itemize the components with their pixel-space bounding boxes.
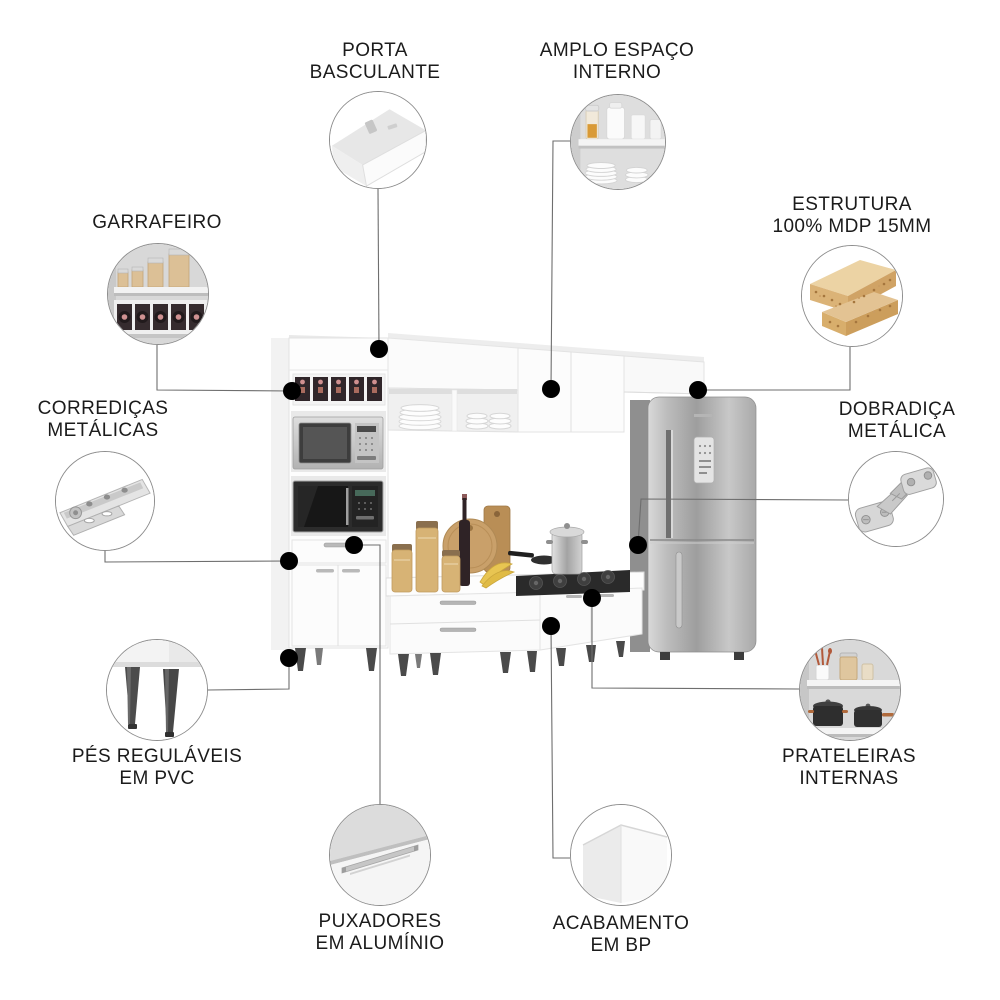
label-pes-regulaveis: PÉS REGULÁVEIS EM PVC [37,746,277,789]
circle-corredicas [55,451,155,551]
label-acabamento: ACABAMENTO EM BP [501,913,741,956]
label-line: METÁLICAS [47,419,159,441]
upper-double-doors [517,347,625,433]
glass-canisters [391,521,461,593]
callout-dot-acabamento [542,617,560,635]
plate-stack [398,404,442,431]
label-line: PÉS REGULÁVEIS [71,746,243,767]
callout-dot-puxadores [345,536,363,554]
callout-line-acabamento [550,625,570,859]
left-cabinet-drawer [291,539,387,564]
microwave-upper [291,411,386,472]
metal-hinge-icon [849,452,943,546]
callout-dot-dobradica [629,536,647,554]
pots [808,699,894,727]
frying-pan [508,550,557,565]
bottle-rack-icon [108,244,208,344]
label-porta-basculante: PORTA BASCULANTE [255,40,495,83]
label-line: BASCULANTE [309,61,441,83]
label-line: EM BP [590,934,652,956]
label-line: EM ALUMÍNIO [315,932,445,954]
callout-dot-amplo-espaco [542,380,560,398]
left-cabinet-doors [291,564,387,647]
callout-line-garrafeiro [156,345,293,392]
label-line: 100% MDP 15MM [772,215,932,237]
callout-dot-prateleiras [583,589,601,607]
left-cabinet-feet [295,648,377,671]
label-estrutura: ESTRUTURA 100% MDP 15MM [732,194,972,237]
callout-dot-porta-basculante [370,340,388,358]
fridge-handle-groove [666,430,671,538]
label-line: EM PVC [119,767,195,789]
aluminum-handle-icon [330,805,430,905]
callout-dot-garrafeiro [283,382,301,400]
label-line: METÁLICA [847,420,947,442]
open-shelves [387,387,519,433]
cooking-pot [546,523,588,575]
circle-estrutura [801,245,903,347]
circle-pes [106,639,208,741]
callout-line-estrutura [698,347,851,391]
label-line: GARRAFEIRO [92,212,222,233]
label-line: DOBRADIÇA [838,399,956,420]
label-line: ACABAMENTO [552,913,690,934]
refrigerator [630,396,757,660]
label-line: PUXADORES [318,911,442,932]
callout-lines [104,140,851,859]
countertop-items [391,494,630,596]
label-line: CORREDIÇAS [37,398,169,419]
bananas [479,562,516,589]
label-puxadores: PUXADORES EM ALUMÍNIO [260,911,500,954]
callout-line-porta-basculante [377,188,380,350]
label-prateleiras: PRATELEIRAS INTERNAS [729,746,969,789]
microwave-lower [291,476,386,536]
label-corredicas: CORREDIÇAS METÁLICAS [0,398,223,441]
callout-line-corredicas [104,551,290,563]
callout-line-amplo-espaco [550,140,570,390]
pvc-feet-icon [107,640,207,740]
label-line: PORTA [342,40,408,61]
label-amplo-espaco: AMPLO ESPAÇO INTERNO [497,40,737,83]
circle-acabamento [570,804,672,906]
label-line: INTERNAS [799,767,899,789]
circle-amplo-espaco [570,94,666,190]
left-tall-cabinet [271,335,389,671]
callout-dot-pes [280,649,298,667]
fridge-lower-handle [675,551,683,629]
base-cabinet-feet [398,641,625,676]
circle-dobradica [848,451,944,547]
label-line: ESTRUTURA [792,194,912,215]
label-line: INTERNO [572,61,662,83]
label-line: PRATELEIRAS [782,746,916,767]
drawer-slide-icon [56,452,154,550]
shelf-with-dishes-icon [571,95,665,189]
upper-cabinets [387,333,705,433]
mdp-board-icon [802,246,902,346]
label-line: AMPLO ESPAÇO [539,40,695,61]
bp-finish-icon [571,805,671,905]
internal-shelves-icon [800,640,900,740]
wine-bottle [459,494,470,586]
callout-dot-corredicas [280,552,298,570]
label-garrafeiro: GARRAFEIRO [37,212,277,234]
callout-dot-estrutura [689,381,707,399]
circle-puxadores [329,804,431,906]
circle-garrafeiro [107,243,209,345]
cooktop [516,570,630,596]
callout-line-prateleiras [591,598,800,690]
fridge-dispenser-panel [693,436,715,484]
bowl-stacks [465,412,512,430]
wine-rack [292,373,386,406]
wine-bottles [300,379,377,393]
drawer-unit [389,591,541,655]
label-dobradica: DOBRADIÇA METÁLICA [777,399,1000,442]
callout-line-dobradica [637,498,849,546]
circle-prateleiras [799,639,901,741]
callout-line-pes [207,658,290,691]
door-unit [539,587,643,651]
flap-door-icon [330,92,426,188]
circle-porta-basculante [329,91,427,189]
